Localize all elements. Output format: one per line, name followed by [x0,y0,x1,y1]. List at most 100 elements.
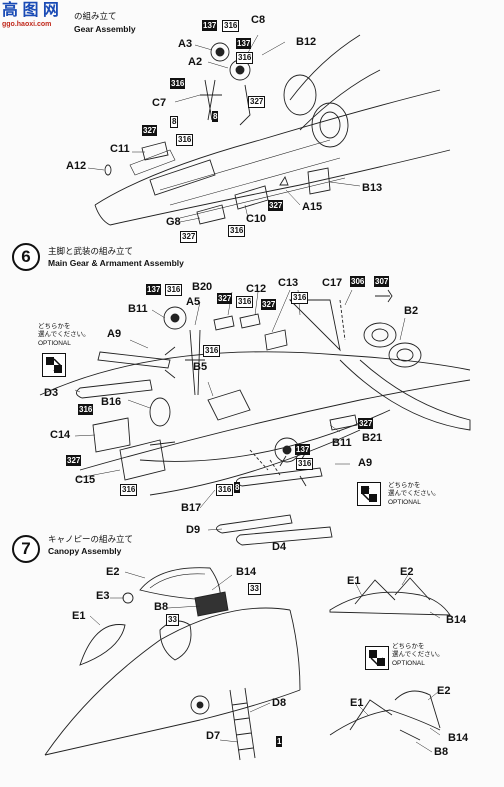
part-label-b17: B17 [181,502,202,514]
option-checker-icon [365,646,389,670]
step7-title-en: Canopy Assembly [48,546,122,556]
step-number-7: 7 [12,535,40,563]
watermark-top: 高 图 网 [2,2,59,19]
part-label-c11: C11 [110,143,130,155]
part-label-b8-right: B8 [434,746,449,758]
part-label-d9: D9 [186,524,201,536]
step5-title-en: Gear Assembly [74,24,136,34]
option-note-en: OPTIONAL [392,660,425,667]
step5-title-jp: の組み立て [74,11,117,21]
paint-box-316: 316 [216,484,234,496]
part-label-b8: B8 [154,601,169,613]
part-label-c13: C13 [278,277,299,289]
paint-box-327: 327 [268,200,284,211]
paint-box-327: 327 [142,125,158,136]
part-label-b13: B13 [362,182,383,194]
part-label-e2-right-lower: E2 [437,685,451,697]
paint-box-316: 316 [120,484,138,496]
part-label-e3: E3 [96,590,110,602]
paint-box-327: 327 [217,293,233,304]
part-label-e1-right: E1 [347,575,361,587]
paint-box-306: 306 [350,276,366,287]
paint-box-316: 316 [78,404,94,415]
part-label-b5: B5 [193,361,208,373]
paint-box-316: 316 [236,296,254,308]
part-label-a2: A2 [188,56,203,68]
part-label-b14-right: B14 [446,614,467,626]
paint-box-327: 327 [358,418,374,429]
watermark: 高 图 网 ggo.haoxi.com [2,2,72,38]
paint-box-316: 316 [236,52,254,64]
part-label-e1: E1 [72,610,86,622]
option-note-jp1: どちらかを [392,643,425,650]
paint-box-316: 316 [170,78,186,89]
option-note-en: OPTIONAL [38,340,71,347]
paint-box-1: 1 [276,736,283,747]
part-label-b11: B11 [128,303,148,315]
paint-box-316: 316 [228,225,246,237]
option-note-en: OPTIONAL [388,499,421,506]
part-label-c12: C12 [246,283,267,295]
part-label-c14: C14 [50,429,71,441]
option-note-jp2: 選んでください。 [38,331,90,338]
part-label-c7: C7 [152,97,167,109]
part-label-c8: C8 [251,14,266,26]
paint-box-316: 316 [296,458,314,470]
paint-box-137: 137 [236,38,252,49]
part-label-a5: A5 [186,296,201,308]
paint-box-8: 8 [170,116,179,128]
paint-box-33: 33 [166,614,179,626]
paint-box-8: 8 [234,482,241,493]
paint-box-327: 327 [261,299,277,310]
part-label-b14-right-lower: B14 [448,732,469,744]
step7-title-jp: キャノピーの組み立て [48,534,134,544]
paint-box-33: 33 [248,583,261,595]
step6-title-jp: 主脚と武装の組み立て [48,246,134,256]
paint-box-307: 307 [374,276,390,287]
part-label-b12: B12 [296,36,317,48]
part-label-a3: A3 [178,38,193,50]
option-note-jp2: 選んでください。 [392,651,444,658]
part-label-a9: A9 [107,328,122,340]
part-label-d4: D4 [272,541,287,553]
part-label-b14: B14 [236,566,257,578]
paint-box-327: 327 [248,96,266,108]
option-note-jp1: どちらかを [388,482,421,489]
paint-box-316: 316 [291,292,309,304]
option-checker-icon [42,353,66,377]
paint-box-8: 8 [212,111,219,122]
part-label-b21: B21 [362,432,383,444]
option-note-jp1: どちらかを [38,323,71,330]
step-number-6: 6 [12,243,40,271]
part-label-a9-right: A9 [358,457,373,469]
watermark-bottom: ggo.haoxi.com [2,21,52,28]
part-label-e2: E2 [106,566,120,578]
part-label-b2: B2 [404,305,419,317]
part-label-d3: D3 [44,387,59,399]
part-label-g8: G8 [166,216,181,228]
option-checker-icon [357,482,381,506]
paint-box-316: 316 [222,20,240,32]
part-label-c15: C15 [75,474,96,486]
step6-title-en: Main Gear & Armament Assembly [48,258,184,268]
part-label-a12: A12 [66,160,87,172]
part-label-e1-right-lower: E1 [350,697,364,709]
part-label-d7: D7 [206,730,221,742]
part-label-d8: D8 [272,697,287,709]
paint-box-316: 316 [165,284,183,296]
paint-box-327: 327 [180,231,198,243]
part-label-a15: A15 [302,201,323,213]
part-label-b20: B20 [192,281,213,293]
paint-box-137: 137 [295,444,311,455]
part-label-c17: C17 [322,277,343,289]
paint-box-316: 316 [176,134,194,146]
paint-box-137: 137 [202,20,218,31]
part-label-c10: C10 [246,213,267,225]
part-label-e2-right: E2 [400,566,414,578]
option-note-jp2: 選んでください。 [388,490,440,497]
paint-box-316: 316 [203,345,221,357]
paint-box-327: 327 [66,455,82,466]
part-label-b11-right: B11 [332,437,352,449]
